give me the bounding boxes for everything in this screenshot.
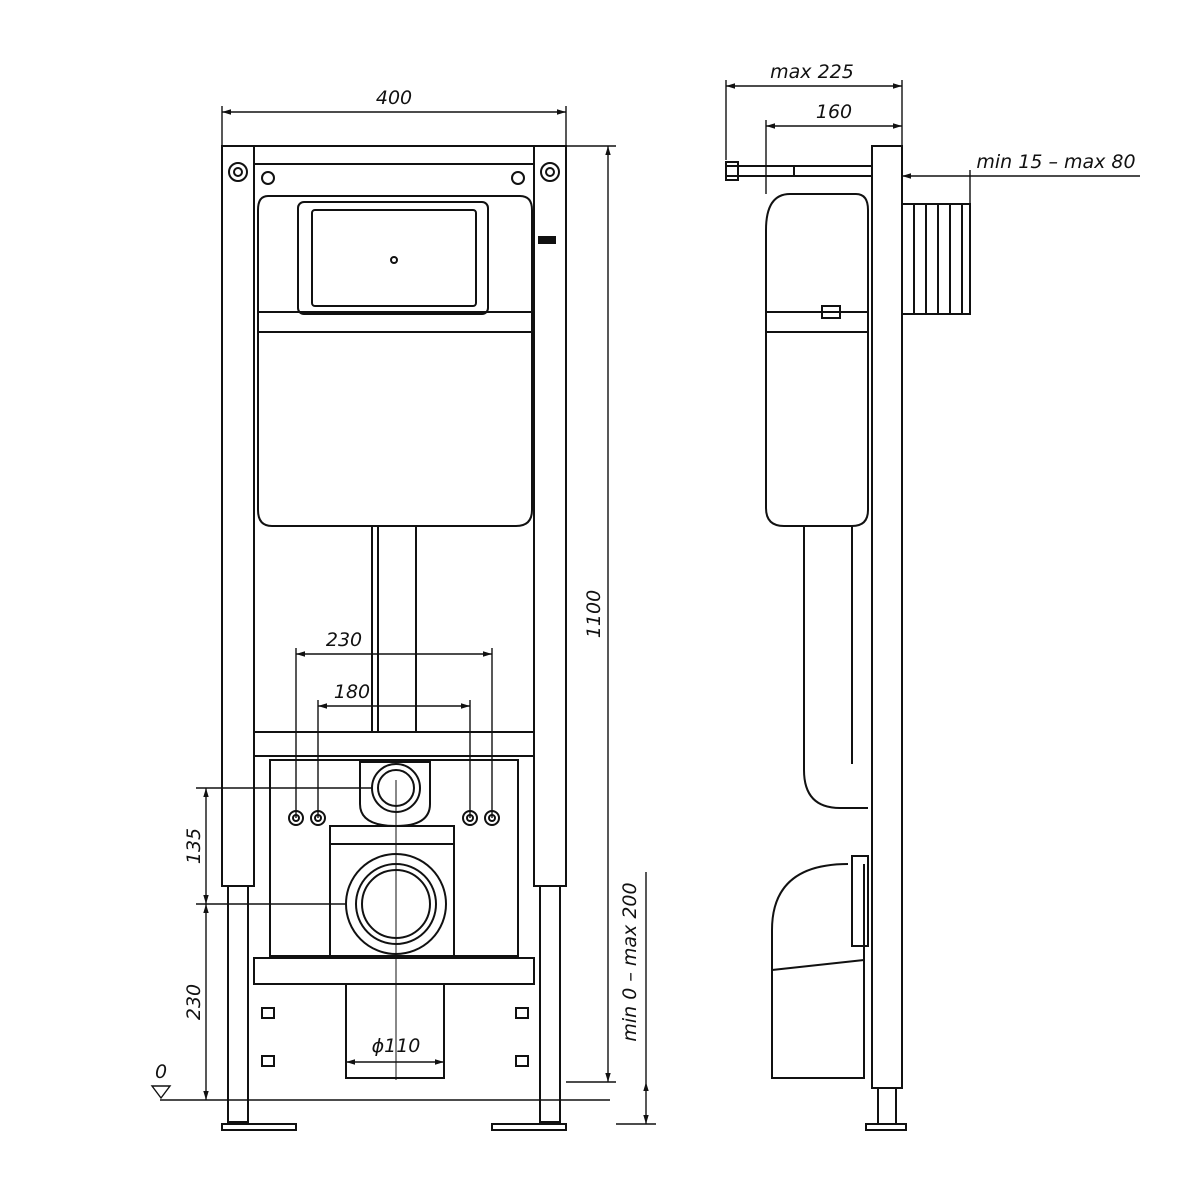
front-view: 400 1100 230 180 135 230 0 ϕ110 min 0 – … — [150, 87, 656, 1131]
side-dimension-lines — [725, 80, 1140, 204]
width-label: 400 — [376, 87, 412, 109]
bolt-spacing-outer-label: 230 — [326, 629, 362, 651]
zero-level-label: 0 — [155, 1061, 167, 1083]
cistern — [257, 195, 556, 527]
side-frame — [865, 145, 907, 1131]
height-label: 1100 — [583, 590, 605, 638]
drain-diameter-label: ϕ110 — [372, 1035, 421, 1057]
bolt-spacing-inner-label: 180 — [334, 681, 370, 703]
leg-adjust-label: min 0 – max 200 — [619, 882, 641, 1041]
water-inlet — [359, 761, 431, 828]
side-view: max 225 160 min 15 – max 80 — [725, 61, 1140, 1131]
inlet-offset-label: 135 — [183, 828, 205, 864]
drain-bend — [771, 855, 869, 1079]
depth-max-label: max 225 — [770, 61, 854, 83]
depth-label: 160 — [816, 101, 852, 123]
dimension-lines — [150, 106, 656, 1125]
flush-pipe-side — [803, 526, 868, 809]
wall-connector — [901, 203, 971, 315]
wall-offset-label: min 15 – max 80 — [976, 151, 1135, 173]
outlet-height-label: 230 — [183, 984, 205, 1020]
adjustable-legs — [221, 885, 567, 1131]
actuator-rod — [725, 161, 873, 181]
wc-bolts — [288, 810, 500, 826]
flush-pipe — [371, 525, 417, 733]
cistern-side — [765, 193, 869, 527]
